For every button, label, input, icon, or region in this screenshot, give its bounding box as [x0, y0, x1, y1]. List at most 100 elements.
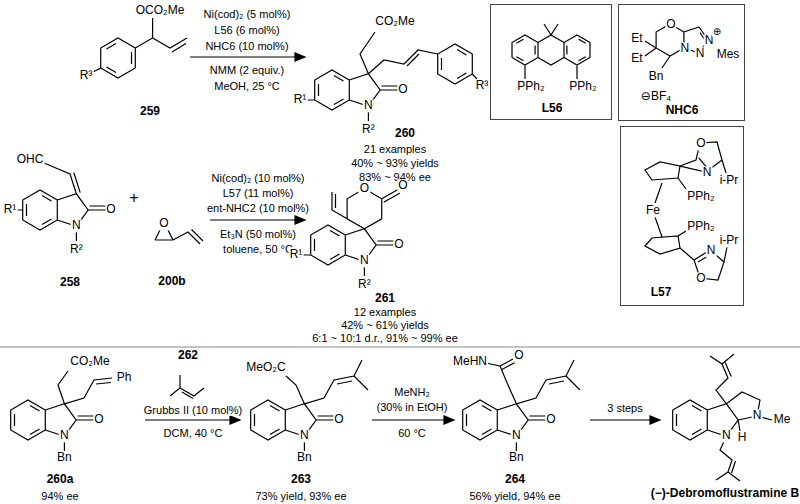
compound-number: 260 — [394, 127, 416, 140]
compound-number: 200b — [157, 275, 186, 288]
compound-number: 259 — [139, 105, 161, 118]
atom-label: ⊖BF₄ — [640, 90, 672, 103]
atom-label: R² — [69, 243, 84, 256]
atom-label: OHC — [16, 153, 45, 166]
benzene-ring — [101, 38, 136, 78]
bond-lines — [710, 354, 772, 481]
atom-label: O — [397, 83, 408, 96]
atom-label: Bn — [296, 451, 313, 464]
condition-text: MeNH₂ — [393, 386, 430, 398]
condition-text: NHC6 (10 mol%) — [204, 40, 289, 52]
compound-number: 263 — [290, 473, 312, 486]
oxindole-core — [311, 225, 394, 276]
atom-label: R¹ — [3, 203, 18, 216]
condition-text: 94% ee — [40, 490, 79, 502]
atom-label: MeO₂C — [245, 361, 286, 374]
condition-text: Ni(cod)₂ (10 mol%) — [211, 172, 306, 184]
bond-lines — [486, 359, 580, 404]
atom-label: i-Pr — [719, 234, 740, 247]
condition-text: 3 steps — [606, 402, 643, 414]
compound-number: 261 — [374, 292, 396, 305]
atom-label: Mes — [716, 48, 741, 61]
condition-text: (30% in EtOH) — [376, 401, 449, 413]
condition-text: 40% ~ 93% yields — [350, 157, 440, 169]
atom-label: O — [695, 272, 706, 285]
compound-number: L56 — [541, 102, 564, 115]
bond-lines — [58, 371, 112, 404]
triazolium — [645, 24, 714, 68]
atom-label: O — [665, 18, 676, 31]
condition-text: L57 (11 mol%) — [222, 187, 295, 199]
atom-label: Me — [773, 413, 792, 426]
atom-label: O — [105, 203, 116, 216]
arrow-head — [650, 416, 660, 424]
epoxide — [155, 229, 203, 244]
atom-label: R³ — [475, 79, 490, 92]
condition-text: Grubbs II (10 mol%) — [143, 404, 243, 416]
atom-label: CO₂Me — [69, 355, 110, 368]
condition-text: Ni(cod)₂ (5 mol%) — [203, 8, 292, 20]
bond-lines — [93, 18, 187, 72]
atom-label: O — [513, 349, 524, 362]
atom-label: Et — [630, 52, 643, 65]
alkene-262 — [170, 375, 204, 399]
atom-label: N — [359, 255, 370, 268]
reaction-arrow — [590, 419, 652, 420]
atom-label: R¹ — [289, 248, 304, 261]
compound-number: 258 — [59, 276, 81, 289]
reaction-arrow — [372, 419, 446, 420]
atom-label: O — [359, 182, 370, 195]
arrow-head — [230, 416, 240, 424]
ligand-box: PPh₂PPh₂L56 — [490, 4, 612, 120]
atom-label: O — [545, 413, 556, 426]
atom-label: N — [59, 430, 70, 443]
atom-label: PPh₂ — [686, 220, 715, 233]
condition-text: 73% yield, 93% ee — [254, 490, 347, 502]
compound-number: NHC6 — [665, 104, 700, 117]
atom-label: N — [680, 42, 691, 55]
atom-label: Fe — [645, 204, 661, 217]
condition-text: DCM, 40 °C — [163, 427, 224, 439]
arrow-head — [444, 416, 454, 424]
atom-label: N — [511, 430, 522, 443]
atom-label: i-Pr — [719, 174, 740, 187]
compound-number: 264 — [504, 473, 526, 486]
condition-text: 56% yield, 94% ee — [468, 490, 561, 502]
atom-label: O — [158, 217, 169, 230]
arrow-head — [295, 53, 305, 61]
oxindole-core — [315, 70, 398, 121]
charge-sign: ⊕ — [712, 26, 722, 37]
compound-number: L57 — [650, 286, 673, 299]
atom-label: O — [397, 179, 408, 192]
atom-label: R² — [357, 278, 372, 291]
condition-text: Et₃N (50 mol%) — [219, 228, 297, 240]
atom-label: Et — [630, 32, 643, 45]
ferrocene — [645, 142, 727, 280]
ligand-box: OEtEtBnNNN⊕Mes⊖BF₄NHC6 — [618, 4, 745, 121]
atom-label: Bn — [56, 451, 73, 464]
atom-label: O — [93, 413, 104, 426]
atom-label: Bn — [648, 70, 665, 83]
atom-label: MeHN — [452, 355, 488, 368]
plus-sign: + — [128, 189, 139, 207]
atom-label: N — [752, 409, 763, 422]
atom-label: O — [695, 137, 706, 150]
bond-lines — [286, 360, 368, 404]
atom-label: OCO₂Me — [135, 4, 186, 17]
oxindole-core — [23, 190, 106, 241]
lactone-ring — [303, 189, 400, 255]
condition-text: MeOH, 25 °C — [213, 80, 281, 92]
atom-label: PPh₂ — [568, 80, 597, 93]
compound-number: 262 — [177, 349, 199, 362]
condition-text: 21 examples — [363, 143, 427, 155]
atom-label: Ph — [116, 371, 133, 384]
oxindole-core — [11, 400, 94, 451]
atom-label: O — [393, 238, 404, 251]
benzene-ring — [438, 44, 473, 84]
atom-label: Bn — [508, 451, 525, 464]
atom-label: N — [702, 166, 713, 179]
condition-text: ent-NHC2 (10 mol%) — [206, 202, 310, 214]
condition-text: toluene, 50 °C — [222, 243, 294, 255]
atom-label: N — [695, 47, 706, 60]
